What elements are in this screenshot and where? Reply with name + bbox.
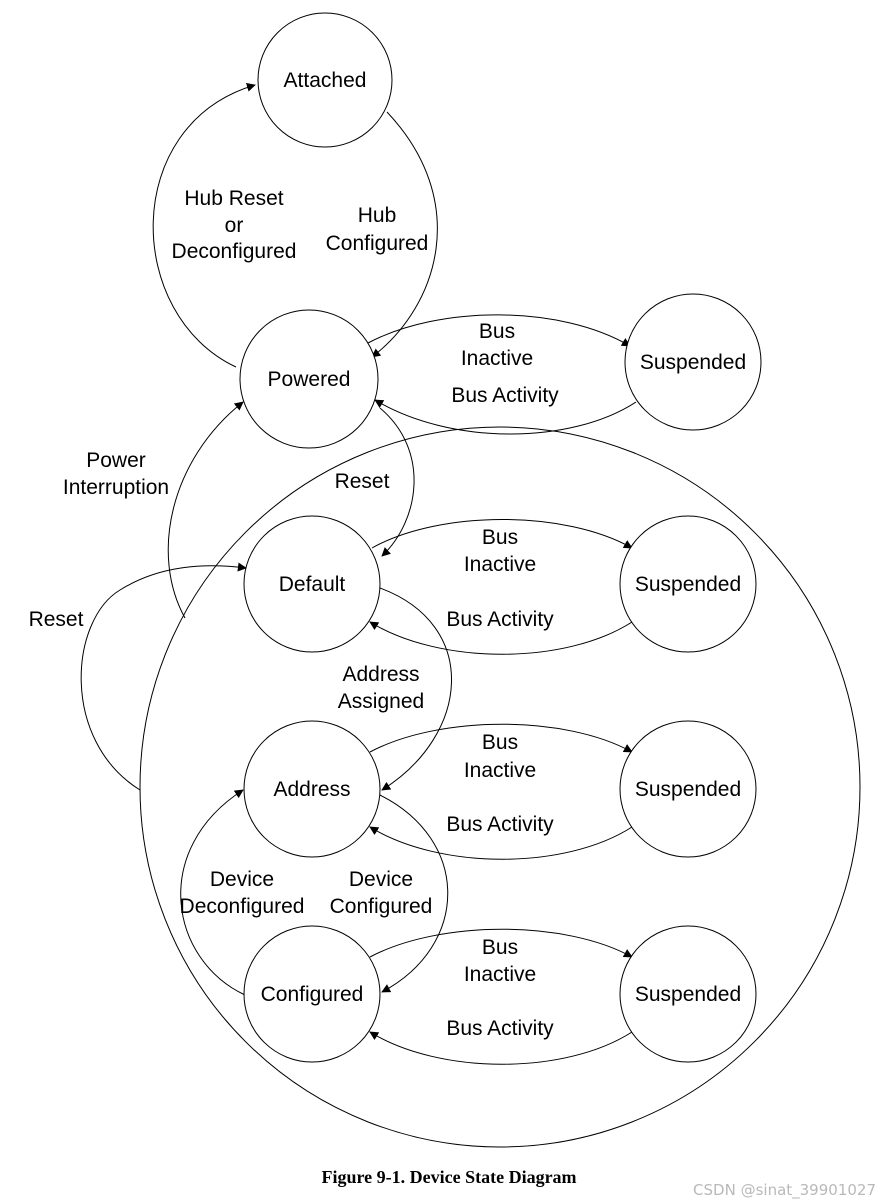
- state-suspended-label: Suspended: [640, 351, 746, 374]
- edge-suspended-to-powered: [374, 399, 637, 435]
- label-power-interruption: Power Interruption: [63, 449, 169, 499]
- label-bus-inactive-default: Bus Inactive: [464, 526, 536, 576]
- label-address-assigned: Address Assigned: [338, 663, 424, 713]
- label-line: Bus: [482, 526, 518, 549]
- enclosing-circle: [139, 426, 861, 1148]
- label-line: Interruption: [63, 476, 169, 499]
- state-suspended-configured: Suspended: [619, 925, 757, 1063]
- label-bus-inactive-configured: Bus Inactive: [464, 936, 536, 986]
- edge-powered-to-default: [379, 407, 415, 557]
- label-line: Bus: [479, 320, 515, 343]
- state-suspended-label: Suspended: [635, 573, 741, 596]
- edge-default-to-address: [379, 587, 452, 791]
- state-default-label: Default: [279, 573, 346, 596]
- label-device-configured: Device Configured: [330, 868, 433, 918]
- state-powered: Powered: [239, 309, 379, 449]
- state-address: Address: [243, 720, 381, 858]
- figure-caption: Figure 9-1. Device State Diagram: [321, 1167, 576, 1187]
- state-suspended-default: Suspended: [619, 515, 757, 653]
- state-suspended-label: Suspended: [635, 983, 741, 1006]
- label-bus-activity-configured: Bus Activity: [446, 1017, 554, 1040]
- state-suspended-powered: Suspended: [624, 293, 762, 431]
- state-default: Default: [243, 515, 381, 653]
- label-line: Bus: [482, 731, 518, 754]
- label-line: Power: [86, 449, 146, 472]
- state-address-label: Address: [273, 778, 350, 801]
- edge-suspended-to-address: [369, 826, 633, 860]
- label-line: Configured: [330, 895, 433, 918]
- label-bus-activity-powered: Bus Activity: [451, 384, 559, 407]
- edge-attached-to-powered: [371, 111, 438, 358]
- label-line: Deconfigured: [180, 895, 305, 918]
- state-attached: Attached: [257, 12, 393, 148]
- label-line: Device: [349, 868, 413, 891]
- edge-reset-to-default: [80, 562, 247, 791]
- label-line: Device: [210, 868, 274, 891]
- edge-power-interruption: [167, 401, 244, 619]
- label-line: Bus: [482, 936, 518, 959]
- label-line: Assigned: [338, 690, 424, 713]
- label-hub-configured: Hub Configured: [326, 204, 429, 255]
- state-configured: Configured: [243, 925, 381, 1063]
- edge-powered-to-suspended: [367, 314, 631, 347]
- label-device-deconfigured: Device Deconfigured: [180, 868, 305, 918]
- label-line: Configured: [326, 232, 429, 255]
- state-suspended-label: Suspended: [635, 778, 741, 801]
- edge-suspended-to-default: [369, 621, 633, 655]
- state-configured-label: Configured: [261, 983, 364, 1006]
- label-line: Inactive: [461, 347, 533, 370]
- label-line: Inactive: [464, 553, 536, 576]
- label-line: Hub Reset: [184, 187, 283, 210]
- state-attached-label: Attached: [284, 69, 367, 92]
- edge-default-to-suspended: [371, 519, 633, 549]
- watermark: CSDN @sinat_39901027: [693, 1181, 876, 1200]
- edge-configured-to-address: [180, 789, 246, 996]
- label-bus-inactive-address: Bus Inactive: [464, 731, 536, 782]
- label-line: Address: [342, 663, 419, 686]
- label-line: or: [225, 214, 244, 237]
- edge-address-to-configured: [379, 794, 449, 993]
- edge-suspended-to-configured: [369, 1031, 633, 1065]
- label-reset-powered: Reset: [335, 470, 390, 493]
- label-line: Inactive: [464, 963, 536, 986]
- label-bus-inactive-powered: Bus Inactive: [461, 320, 533, 370]
- label-line: Inactive: [464, 759, 536, 782]
- label-line: Hub: [358, 204, 397, 227]
- label-line: Deconfigured: [172, 240, 297, 263]
- state-powered-label: Powered: [268, 368, 351, 391]
- label-reset-loop: Reset: [29, 608, 84, 631]
- label-hub-reset-or-deconfigured: Hub Reset or Deconfigured: [172, 187, 297, 263]
- label-bus-activity-default: Bus Activity: [446, 608, 554, 631]
- edge-powered-to-attached: [152, 82, 256, 368]
- state-suspended-address: Suspended: [619, 720, 757, 858]
- edge-address-to-suspended: [369, 723, 633, 753]
- edge-configured-to-suspended: [369, 928, 633, 958]
- label-bus-activity-address: Bus Activity: [446, 813, 554, 836]
